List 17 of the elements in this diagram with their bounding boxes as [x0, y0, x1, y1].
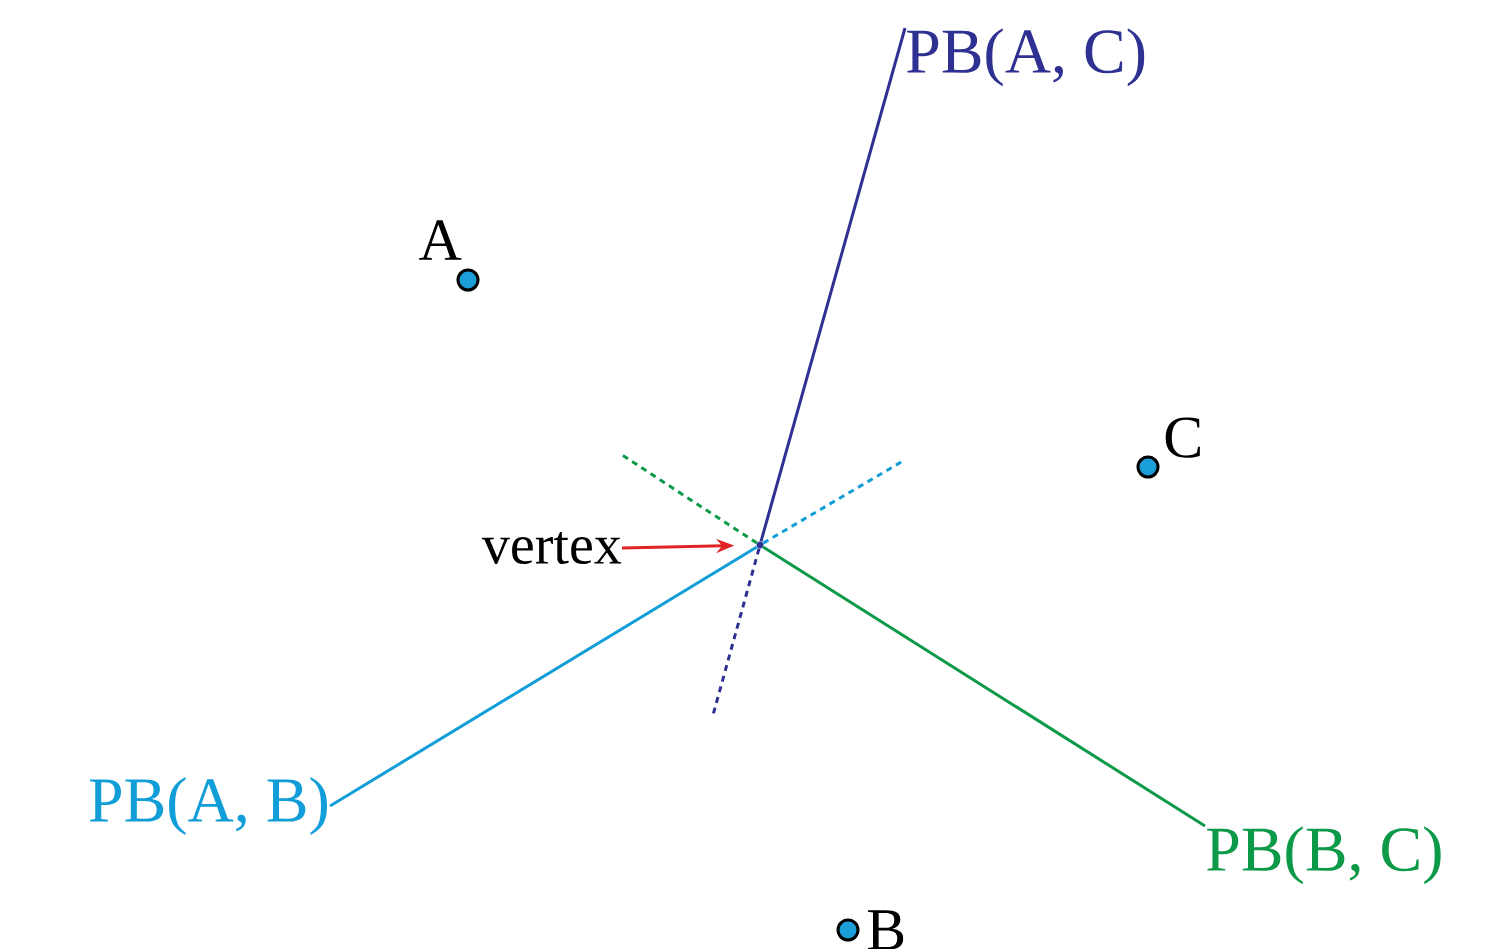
point-dot	[1136, 455, 1160, 479]
dashed-extension-line	[762, 459, 904, 545]
point-label: B	[867, 910, 904, 949]
point-label: A	[419, 220, 462, 260]
point-label: C	[1165, 417, 1200, 458]
bisector-line	[762, 545, 1206, 828]
bisector-line	[759, 27, 907, 542]
bisector-line	[329, 545, 758, 808]
dashed-extension-line	[621, 453, 758, 545]
vertex-label: vertex	[481, 531, 622, 565]
line-label: PB(A, B)	[89, 776, 327, 835]
dashed-extension-line	[711, 548, 761, 716]
line-label: PB(A, C)	[907, 28, 1145, 87]
point-dot	[836, 918, 860, 942]
point-dot	[456, 268, 480, 292]
line-label: PB(B, C)	[1207, 826, 1441, 885]
vertex-point	[756, 541, 764, 549]
